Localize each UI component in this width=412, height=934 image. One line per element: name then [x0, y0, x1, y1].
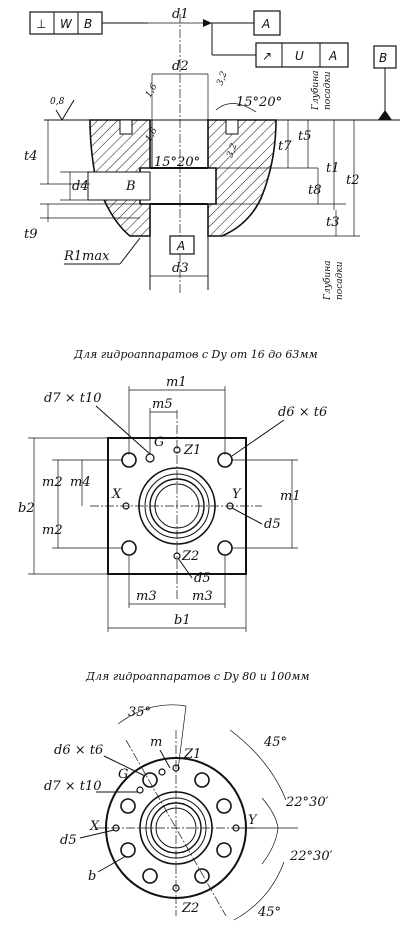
rd-label-x: X: [89, 819, 100, 834]
square-flange-caption: Для гидроаппаратов с Dу от 16 до 63мм: [73, 348, 318, 361]
perpendicularity-frame: ⊥ W B: [29, 11, 148, 35]
sq-label-g: G: [154, 435, 164, 450]
dim-t3: t3: [326, 215, 340, 230]
sq-dim-m4: m4: [70, 475, 91, 490]
sq-dim-m1-right: m1: [280, 489, 301, 504]
sq-label-z2: Z2: [181, 549, 199, 564]
rd-label-y: Y: [248, 813, 258, 828]
datum-a-bottom: A: [176, 239, 185, 253]
dim-t8: t8: [308, 183, 322, 198]
rd-angle-45-top: 45°: [263, 735, 287, 750]
depth-fit-bottom-line2: посадки: [335, 261, 345, 300]
rd-label-z2: Z2: [181, 901, 199, 916]
sq-dim-m2-a: m2: [42, 475, 63, 490]
dim-t2: t2: [346, 173, 360, 188]
roughness-08: 0,8: [50, 97, 65, 107]
dim-t1: t1: [326, 161, 340, 176]
sq-dim-b1: b1: [174, 613, 191, 628]
rd-angle-2230-top: 22°30′: [285, 795, 329, 810]
angle-mid: 15°20°: [154, 155, 200, 170]
sq-label-y: Y: [232, 487, 242, 502]
rd-d5: d5: [60, 833, 77, 848]
dim-t9: t9: [24, 227, 38, 242]
datum-a-frame: A: [261, 17, 270, 31]
round-flange-view: Для гидроаппаратов с Dу 80 и 100мм 35° 4…: [44, 670, 333, 921]
square-flange-view: Для гидроаппаратов с Dу от 16 до 63мм m1…: [18, 348, 327, 632]
sq-d5-right: d5: [264, 517, 281, 532]
datum-b-frame: B: [379, 51, 387, 65]
depth-fit-top-line2: посадки: [323, 71, 333, 110]
sq-label-z1: Z1: [183, 443, 201, 458]
roughness-32-top: 3,2: [215, 70, 229, 87]
roughness-16-top: 1,6: [144, 82, 160, 100]
dim-t5: t5: [298, 129, 312, 144]
sq-label-x: X: [111, 487, 122, 502]
angle-top: 15°20°: [236, 95, 282, 110]
sq-dim-m3-a: m3: [136, 589, 157, 604]
runout-frame: ↗ U A: [211, 23, 349, 68]
roughness-32-mid: 3,2: [225, 142, 239, 159]
sq-d5-bottom: d5: [194, 571, 211, 586]
depth-fit-bottom-line1: Глубина: [322, 261, 333, 302]
perpendicular-symbol: ⊥: [36, 17, 46, 31]
sq-dim-b2: b2: [18, 501, 35, 516]
section-view: ⊥ W B d1 A ↗ U A B: [24, 7, 400, 301]
dim-t7: t7: [278, 139, 292, 154]
sq-dim-m2-b: m2: [42, 523, 63, 538]
tolerance-u: U: [295, 49, 304, 63]
rd-angle-2230-bottom: 22°30′: [289, 849, 333, 864]
r1max-label: R1max: [63, 249, 110, 264]
rd-label-b: b: [88, 869, 96, 884]
rd-label-m: m: [150, 735, 162, 750]
sq-d6-t6: d6 × t6: [278, 405, 327, 420]
runout-symbol: ↗: [262, 49, 272, 63]
sq-d7-t10: d7 × t10: [44, 391, 102, 406]
sq-dim-m3-b: m3: [192, 589, 213, 604]
rd-angle-45-bottom: 45°: [257, 905, 281, 920]
sq-dim-m1-top: m1: [166, 375, 187, 390]
round-flange-caption: Для гидроаппаратов с Dу 80 и 100мм: [85, 670, 310, 683]
tolerance-w: W: [60, 17, 73, 31]
rd-label-z1: Z1: [183, 747, 201, 762]
sq-dim-m5: m5: [152, 397, 173, 412]
port-label-b: B: [125, 179, 136, 194]
depth-fit-top-line1: Глубина: [310, 71, 321, 112]
rd-d6-t6: d6 × t6: [54, 743, 103, 758]
datum-b-ref: B: [84, 17, 92, 31]
dim-d3: d3: [172, 261, 189, 276]
rd-angle-35: 35°: [128, 705, 151, 720]
rd-d7-t10: d7 × t10: [44, 779, 102, 794]
rd-label-g: G: [118, 767, 128, 782]
datum-a-ref: A: [328, 49, 337, 63]
dim-d2: d2: [172, 59, 189, 74]
dim-t4: t4: [24, 149, 38, 164]
dim-d4: d4: [72, 179, 89, 194]
